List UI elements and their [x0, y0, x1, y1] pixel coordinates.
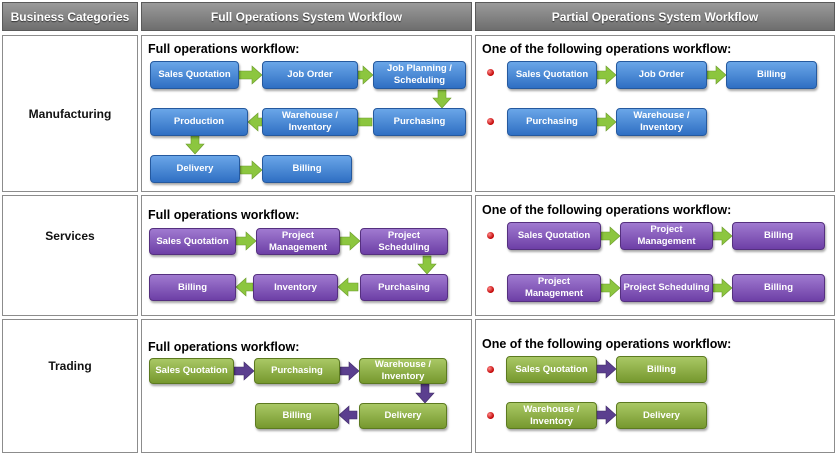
arrow-down [417, 255, 437, 275]
step-sales-quotation: Sales Quotation [149, 358, 234, 384]
services-partial-heading: One of the following operations workflow… [482, 203, 732, 217]
step-sales-quotation: Sales Quotation [506, 356, 597, 383]
cell-trading-partial [475, 319, 835, 453]
category-trading: Trading [48, 359, 92, 373]
manufacturing-partial-heading: One of the following operations workflow… [482, 42, 732, 56]
step-sales-quotation: Sales Quotation [150, 61, 239, 89]
arrow-right [596, 112, 617, 132]
step-project-scheduling: Project Scheduling [360, 228, 448, 255]
arrow-right [237, 65, 263, 85]
arrow-down [415, 383, 435, 404]
arrow-left [337, 277, 359, 297]
bullet-icon [487, 118, 494, 125]
trading-full-heading: Full operations workflow: [148, 340, 300, 354]
arrow-right [712, 226, 733, 246]
step-purchasing: Purchasing [373, 108, 466, 136]
arrow-right [600, 226, 621, 246]
step-sales-quotation: Sales Quotation [507, 61, 597, 89]
step-purchasing: Purchasing [254, 358, 340, 384]
step-warehouse-inventory: Warehouse / Inventory [262, 108, 358, 136]
trading-partial-heading: One of the following operations workflow… [482, 337, 732, 351]
step-project-management: Project Management [507, 274, 601, 302]
arrow-right [706, 65, 727, 85]
category-manufacturing: Manufacturing [28, 107, 112, 121]
header-business-categories: Business Categories [2, 2, 138, 31]
step-purchasing: Purchasing [507, 108, 597, 136]
cell-trading-full [141, 319, 472, 453]
arrow-down [185, 135, 205, 155]
arrow-right [339, 231, 361, 251]
header-full-workflow-label: Full Operations System Workflow [210, 9, 403, 24]
step-billing: Billing [149, 274, 236, 301]
step-billing: Billing [262, 155, 352, 183]
step-delivery: Delivery [359, 403, 447, 429]
services-full-heading: Full operations workflow: [148, 208, 300, 222]
bullet-icon [487, 69, 494, 76]
bullet-icon [487, 286, 494, 293]
step-job-order: Job Order [616, 61, 707, 89]
step-inventory: Inventory [253, 274, 338, 301]
step-sales-quotation: Sales Quotation [507, 222, 601, 250]
arrow-right [357, 65, 374, 85]
step-project-management: Project Management [620, 222, 713, 250]
step-warehouse-inventory: Warehouse / Inventory [506, 402, 597, 429]
bullet-icon [487, 232, 494, 239]
header-partial-workflow: Partial Operations System Workflow [475, 2, 835, 31]
step-delivery: Delivery [150, 155, 240, 183]
step-job-planning-scheduling: Job Planning / Scheduling [373, 61, 466, 89]
header-full-workflow: Full Operations System Workflow [141, 2, 472, 31]
header-partial-workflow-label: Partial Operations System Workflow [551, 9, 759, 24]
category-services: Services [45, 229, 95, 243]
arrow-right [596, 65, 617, 85]
arrow-right [233, 361, 255, 381]
arrow-right [600, 278, 621, 298]
step-billing: Billing [726, 61, 817, 89]
bullet-icon [487, 366, 494, 373]
header-business-categories-label: Business Categories [10, 9, 130, 24]
arrow-right [235, 231, 257, 251]
step-job-order: Job Order [262, 61, 358, 89]
step-billing: Billing [616, 356, 707, 383]
bullet-icon [487, 412, 494, 419]
step-billing: Billing [732, 222, 825, 250]
step-sales-quotation: Sales Quotation [149, 228, 236, 255]
arrow-left [235, 277, 254, 297]
cell-services-category [2, 195, 138, 316]
step-warehouse-inventory: Warehouse / Inventory [359, 358, 447, 384]
step-purchasing: Purchasing [360, 274, 448, 301]
step-billing: Billing [255, 403, 339, 429]
arrow-right [339, 361, 360, 381]
cell-manufacturing-category [2, 35, 138, 192]
arrow-down [432, 89, 452, 109]
step-production: Production [150, 108, 248, 136]
arrow-right [596, 359, 617, 379]
arrow-right [712, 278, 733, 298]
arrow-left [247, 112, 263, 132]
step-delivery: Delivery [616, 402, 707, 429]
step-project-scheduling: Project Scheduling [620, 274, 713, 302]
arrow-right [596, 405, 617, 425]
manufacturing-full-heading: Full operations workflow: [148, 42, 300, 56]
step-billing: Billing [732, 274, 825, 302]
step-project-management: Project Management [256, 228, 340, 255]
arrow-left [338, 405, 358, 425]
arrow-right [239, 160, 263, 180]
cell-trading-category [2, 319, 138, 453]
step-warehouse-inventory: Warehouse / Inventory [616, 108, 707, 136]
